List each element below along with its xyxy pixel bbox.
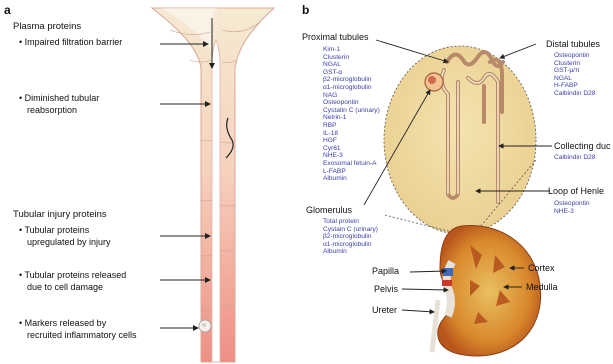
- injury-item-2: • Tubular proteins released: [19, 270, 126, 281]
- marker-item: Osteopontin: [323, 99, 380, 107]
- marker-item: β2-microglobulin: [323, 76, 380, 84]
- marker-item: α1-microglobulin: [323, 241, 378, 249]
- marker-item: Total protein: [323, 218, 378, 226]
- marker-item: RBP: [323, 122, 380, 130]
- marker-item: Exosomal fetuin-A: [323, 160, 380, 168]
- distal-tubules-label: Distal tubules: [546, 39, 600, 49]
- marker-item: IL-18: [323, 130, 380, 138]
- marker-item: NHE-3: [554, 208, 590, 216]
- marker-item: Kim-1: [323, 46, 380, 54]
- injury-item-3: • Markers released by: [19, 318, 106, 329]
- marker-item: Cystain C (urinary): [323, 226, 378, 234]
- tubular-injury-header: Tubular injury proteins: [13, 209, 107, 220]
- collecting-markers: Calbindin D28: [554, 154, 595, 162]
- loop-of-henle-label: Loop of Henle: [548, 186, 604, 196]
- marker-item: Clusterin: [554, 60, 595, 68]
- medulla-label: Medulla: [526, 282, 558, 292]
- marker-item: Clusterin: [323, 54, 380, 62]
- marker-item: Netrin-1: [323, 114, 380, 122]
- marker-item: GST-α: [323, 69, 380, 77]
- marker-item: α1-microglobulin: [323, 84, 380, 92]
- plasma-item-2: • Diminished tubular: [19, 93, 99, 104]
- marker-item: NGAL: [554, 75, 595, 83]
- panel-b-letter: b: [302, 3, 309, 17]
- marker-item: Calbindin D28: [554, 90, 595, 98]
- glomerulus-label: Glomerulus: [306, 205, 352, 215]
- injury-item-3-cont: recruited inflammatory cells: [27, 330, 137, 341]
- plasma-proteins-header: Plasma proteins: [13, 21, 81, 32]
- marker-item: GST-μ/π: [554, 67, 595, 75]
- marker-item: Cystatin C (urinary): [323, 107, 380, 115]
- plasma-item-1: • Impaired filtration barrier: [19, 37, 122, 48]
- marker-item: Osteopontin: [554, 52, 595, 60]
- plasma-item-2-cont: reabsorption: [27, 105, 77, 116]
- marker-item: NHE-3: [323, 152, 380, 160]
- marker-item: Osteopontin: [554, 200, 590, 208]
- nephron-zoom: [384, 46, 536, 234]
- injury-item-1: • Tubular proteins: [19, 225, 89, 236]
- injury-item-1-cont: upregulated by injury: [27, 237, 111, 248]
- marker-item: NAG: [323, 92, 380, 100]
- proximal-tubules-label: Proximal tubules: [302, 32, 369, 42]
- marker-item: Calbindin D28: [554, 154, 595, 162]
- collecting-duct-label: Collecting duc: [554, 141, 611, 151]
- cortex-label: Cortex: [528, 263, 555, 273]
- pelvis-label: Pelvis: [374, 284, 398, 294]
- marker-item: β2-microglobulin: [323, 233, 378, 241]
- marker-item: Albumin: [323, 175, 380, 183]
- marker-item: H-FABP: [554, 82, 595, 90]
- kidney-illustration: [432, 226, 541, 356]
- panel-a-letter: a: [4, 3, 11, 17]
- tubule-diagram: [152, 8, 274, 362]
- marker-item: L-FABP: [323, 168, 380, 176]
- ureter-label: Ureter: [372, 305, 397, 315]
- marker-item: NGAL: [323, 61, 380, 69]
- marker-item: Albumin: [323, 248, 378, 256]
- marker-item: Cyr61: [323, 145, 380, 153]
- injury-item-2-cont: due to cell damage: [27, 282, 103, 293]
- papilla-label: Papilla: [372, 266, 399, 276]
- marker-item: HGF: [323, 137, 380, 145]
